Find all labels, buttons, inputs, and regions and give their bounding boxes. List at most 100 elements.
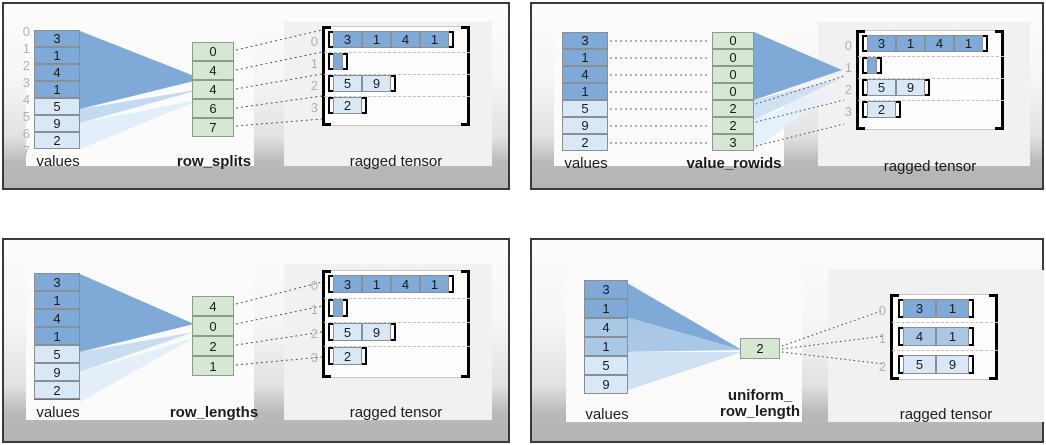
tensor-cell: 1 — [420, 275, 449, 293]
row-separator — [324, 322, 470, 323]
tensor-row-tick: 1 — [878, 331, 886, 346]
ragged-caption: ragged tensor — [899, 406, 993, 423]
tensor-cell: 3 — [333, 275, 362, 293]
value-cell: 4 — [584, 318, 628, 337]
encoding-cell: 2 — [740, 338, 780, 359]
row-bracket-right — [449, 31, 454, 48]
value-index-tick: 5 — [22, 109, 30, 124]
panel-row-splits: 3 1 4 1 5 9 2 0 1 2 3 4 5 6 7 0 4 4 6 7 — [2, 2, 510, 190]
ragged-caption: ragged tensor — [349, 153, 443, 170]
tensor-cell: 4 — [391, 31, 420, 48]
value-index-tick: 3 — [22, 75, 30, 90]
tensor-cell-empty — [867, 57, 877, 74]
value-cell: 9 — [584, 375, 628, 394]
values-to-splits-wedge — [80, 31, 202, 149]
row-bracket-left — [862, 101, 867, 118]
value-cell: 4 — [34, 64, 80, 81]
row-bracket-left — [328, 31, 333, 48]
tensor-row-tick: 1 — [310, 56, 318, 71]
row-bracket-left — [898, 299, 903, 318]
tensor-row-tick: 3 — [310, 100, 318, 115]
tensor-row-tick: 1 — [310, 302, 318, 317]
value-cell: 2 — [34, 381, 80, 399]
tensor-row-tick: 2 — [310, 78, 318, 93]
panel-row-lengths: 3 1 4 1 5 9 2 4 0 2 1 0 1 2 3 3 — [2, 238, 510, 443]
row-bracket-right — [362, 97, 367, 114]
value-cell: 3 — [34, 273, 80, 291]
tensor-cell: 9 — [362, 75, 391, 92]
tensor-row-tick: 2 — [310, 326, 318, 341]
row-bracket-left — [328, 323, 333, 341]
encoding-cell: 4 — [192, 296, 234, 316]
encoding-cell: 4 — [192, 80, 234, 99]
tensor-cell: 4 — [903, 327, 936, 346]
value-cell: 1 — [34, 81, 80, 98]
encoding-cell: 0 — [192, 42, 234, 61]
row-separator — [892, 350, 998, 351]
encoding-cell: 6 — [192, 99, 234, 118]
row-separator — [892, 322, 998, 323]
row-bracket-left — [862, 35, 867, 52]
row-bracket-right — [343, 53, 348, 70]
row-bracket-left — [898, 327, 903, 346]
tensor-cell: 1 — [362, 275, 391, 293]
tensor-cell: 3 — [333, 31, 362, 48]
tensor-bracket-right — [461, 270, 470, 378]
encoding-caption: row_lengths — [169, 404, 259, 421]
encoding-cell: 0 — [712, 49, 754, 66]
tensor-cell: 1 — [936, 299, 969, 318]
ragged-caption: ragged tensor — [349, 404, 443, 421]
row-separator — [324, 96, 470, 97]
row-bracket-right — [925, 79, 930, 96]
row-separator — [324, 298, 470, 299]
row-separator — [858, 100, 1004, 101]
tensor-cell: 1 — [420, 31, 449, 48]
encoding-cell: 4 — [192, 61, 234, 80]
tensor-cell: 4 — [391, 275, 420, 293]
row-bracket-right — [969, 299, 974, 318]
value-cell: 9 — [562, 117, 608, 134]
value-cell: 1 — [34, 291, 80, 309]
value-cell: 1 — [584, 299, 628, 318]
tensor-cell: 5 — [333, 323, 362, 341]
encoding-cell: 2 — [712, 100, 754, 117]
value-cell: 3 — [34, 30, 80, 47]
tensor-row-tick: 2 — [844, 82, 852, 97]
row-bracket-left — [328, 97, 333, 114]
value-cell: 9 — [34, 115, 80, 132]
tensor-cell-empty — [333, 299, 343, 317]
row-separator — [324, 346, 470, 347]
tensor-row-tick: 0 — [878, 303, 886, 318]
row-bracket-right — [877, 57, 882, 74]
value-cell: 2 — [34, 132, 80, 149]
row-bracket-left — [328, 75, 333, 92]
row-separator — [858, 56, 1004, 57]
tensor-cell: 5 — [867, 79, 896, 96]
encoding-cell: 2 — [712, 117, 754, 134]
row-bracket-right — [969, 327, 974, 346]
value-index-tick: 7 — [22, 143, 30, 158]
tensor-cell: 4 — [925, 35, 954, 52]
tensor-cell: 9 — [936, 355, 969, 374]
row-bracket-left — [328, 299, 333, 317]
row-separator — [858, 78, 1004, 79]
tensor-row-tick: 1 — [844, 60, 852, 75]
value-cell: 5 — [34, 98, 80, 115]
tensor-cell: 2 — [333, 347, 362, 365]
tensor-cell: 9 — [896, 79, 925, 96]
values-caption: values — [564, 155, 608, 172]
tensor-bracket-right — [461, 26, 470, 126]
tensor-cell: 3 — [903, 299, 936, 318]
row-bracket-right — [896, 101, 901, 118]
encoding-caption: uniform_ row_length — [719, 387, 800, 420]
row-separator — [324, 74, 470, 75]
tensor-cell: 5 — [333, 75, 362, 92]
tensor-cell: 1 — [896, 35, 925, 52]
encoding-cell: 2 — [192, 336, 234, 356]
encoding-cell: 0 — [712, 66, 754, 83]
row-bracket-right — [391, 75, 396, 92]
tensor-cell: 2 — [867, 101, 896, 118]
value-cell: 4 — [34, 309, 80, 327]
value-cell: 1 — [562, 49, 608, 66]
value-cell: 3 — [584, 280, 628, 299]
